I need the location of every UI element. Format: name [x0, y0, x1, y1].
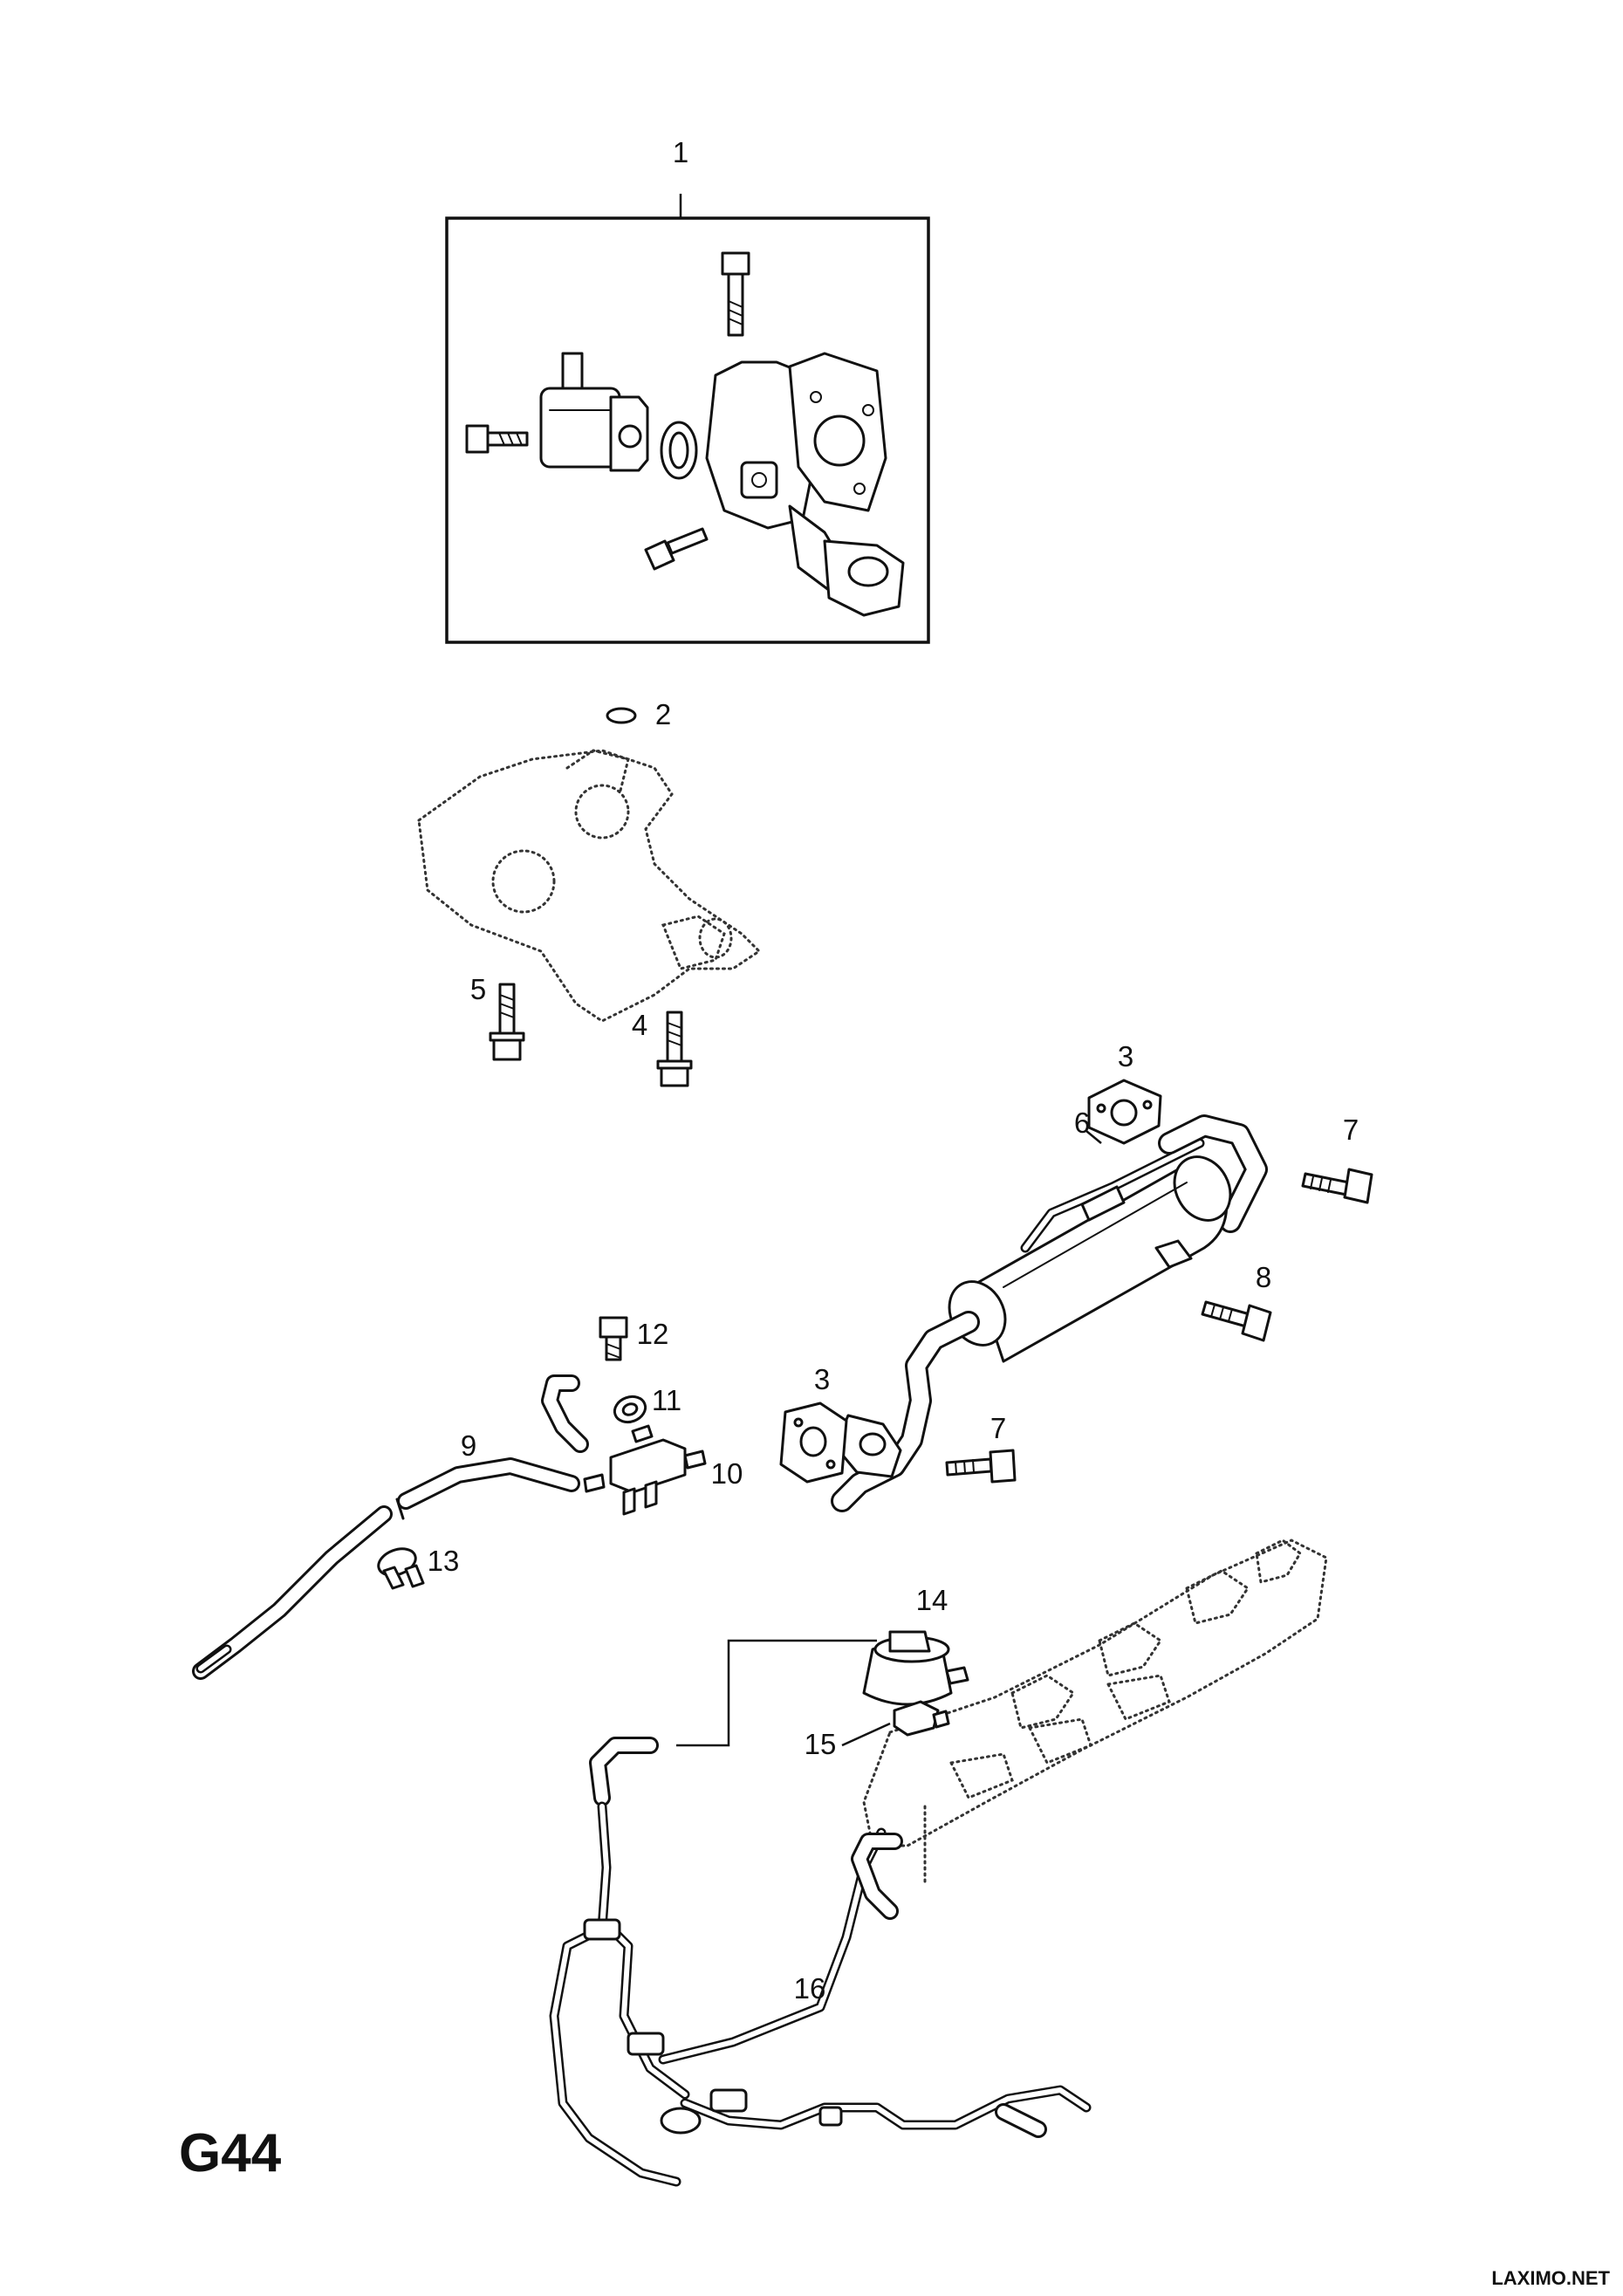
part-2-o-ring[interactable]: [606, 707, 637, 724]
part-14-vacuum-actuator[interactable]: [862, 1630, 969, 1706]
part-7-bolt-lower[interactable]: [945, 1449, 1017, 1484]
part-7-bolt-upper[interactable]: [1301, 1168, 1373, 1204]
page-code-label: G44: [179, 2123, 282, 2183]
callout-7-lower[interactable]: 7: [990, 1412, 1006, 1444]
kit-bolt-left: [465, 424, 529, 454]
callout-15[interactable]: 15: [805, 1728, 837, 1760]
callout-2[interactable]: 2: [655, 698, 671, 730]
callout-16[interactable]: 16: [794, 1972, 826, 2005]
callout-3-lower[interactable]: 3: [814, 1363, 830, 1395]
kit-bolt-bottom: [644, 527, 709, 571]
callout-1[interactable]: 1: [673, 136, 688, 168]
callout-11[interactable]: 11: [652, 1384, 681, 1416]
kit-bolt-vertical: [721, 251, 750, 337]
callout-12[interactable]: 12: [637, 1318, 669, 1350]
part-16-vacuum-hose-harness[interactable]: [549, 1737, 1092, 2187]
callout-4[interactable]: 4: [632, 1009, 647, 1041]
part-5-bolt[interactable]: [489, 983, 525, 1061]
kit-seal-ring: [660, 421, 698, 480]
part-1-egr-valve-kit[interactable]: [445, 194, 930, 644]
kit-egr-solenoid: [539, 352, 649, 472]
part-3-gasket-upper[interactable]: [1087, 1079, 1162, 1145]
callout-10[interactable]: 10: [711, 1457, 743, 1490]
callout-6[interactable]: 6: [1074, 1107, 1090, 1139]
callout-7-upper[interactable]: 7: [1343, 1114, 1359, 1146]
callout-8[interactable]: 8: [1256, 1261, 1271, 1293]
connection-leader-line: [676, 1639, 877, 1747]
kit-valve-body: [705, 352, 905, 617]
callout-5[interactable]: 5: [470, 973, 486, 1005]
part-11-washer[interactable]: [611, 1393, 648, 1427]
callout-13[interactable]: 13: [428, 1545, 460, 1577]
part-13-hose-clamp[interactable]: [375, 1544, 425, 1590]
callout-9[interactable]: 9: [461, 1429, 476, 1462]
part-4-bolt[interactable]: [656, 1011, 693, 1087]
callout-3-upper[interactable]: 3: [1118, 1040, 1133, 1073]
part-3-gasket-lower[interactable]: [779, 1402, 848, 1484]
part-12-screw[interactable]: [599, 1316, 628, 1361]
watermark-label: LAXIMO.NET: [1491, 2267, 1610, 2289]
callout-14[interactable]: 14: [916, 1584, 948, 1616]
part-8-bolt[interactable]: [1201, 1300, 1272, 1342]
reference-housing-ghost: [417, 749, 762, 1023]
part-6-egr-cooler[interactable]: [831, 1114, 1268, 1512]
part-10-vacuum-valve[interactable]: [583, 1424, 707, 1516]
part-15-clip[interactable]: [893, 1700, 950, 1737]
part-9-vacuum-hose[interactable]: [192, 1374, 589, 1680]
